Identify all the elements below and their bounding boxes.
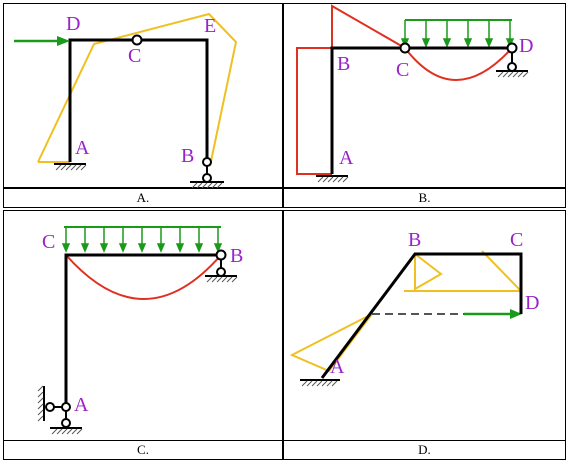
panel-b-hinge-d bbox=[506, 42, 518, 54]
panel-c-label-c: C bbox=[42, 231, 55, 253]
panel-a-diagram: D E C A B bbox=[14, 12, 238, 189]
panel-d-fixed-hatch bbox=[301, 380, 338, 387]
panel-d-deformed-right bbox=[481, 250, 522, 311]
panel-b-label-a: A bbox=[339, 147, 354, 169]
panel-d-deformed-lower bbox=[289, 313, 373, 373]
panel-b-fixed-hatch bbox=[317, 176, 349, 183]
panel-b-label-c: C bbox=[396, 59, 409, 81]
panel-d: B C D A bbox=[283, 210, 566, 444]
panel-b-diagram: B C D A bbox=[296, 4, 533, 183]
panel-a-support-b-top-hinge bbox=[202, 157, 212, 167]
panel-d-label-a: A bbox=[330, 356, 345, 378]
panel-d-caption: D. bbox=[283, 440, 566, 460]
panel-c: C B A bbox=[3, 210, 283, 444]
panel-c-hinge-b bbox=[215, 249, 227, 261]
panel-c-sliding-support-a bbox=[37, 385, 83, 435]
panel-c-diagram: C B A bbox=[37, 226, 243, 435]
panel-c-support-b-hatch bbox=[206, 276, 238, 283]
panel-a: D E C A B bbox=[3, 3, 283, 189]
panel-b-caption: B. bbox=[283, 188, 566, 208]
panel-d-label-c: C bbox=[510, 229, 523, 251]
options-grid: D E C A B A. bbox=[3, 3, 566, 460]
panel-d-label-d: D bbox=[525, 292, 539, 314]
panel-a-label-a: A bbox=[75, 137, 90, 159]
panel-c-caption: C. bbox=[3, 440, 283, 460]
panel-b-hinge-c bbox=[399, 42, 411, 54]
panel-a-label-b: B bbox=[181, 145, 194, 167]
panel-b-moment-triangle bbox=[331, 4, 406, 49]
panel-b-label-d: D bbox=[519, 35, 533, 57]
panel-c-label-a: A bbox=[74, 394, 89, 416]
panel-c-support-b bbox=[216, 267, 226, 277]
panel-a-label-d: D bbox=[66, 13, 80, 35]
panel-b-support-d bbox=[507, 62, 517, 72]
panel-d-frame bbox=[320, 252, 523, 379]
panel-c-label-b: B bbox=[230, 245, 243, 267]
panel-a-load-arrowhead bbox=[57, 36, 70, 46]
panel-b-label-b: B bbox=[337, 53, 350, 75]
panel-b-moment-column bbox=[296, 47, 332, 175]
panel-b-moment-parabola bbox=[404, 47, 513, 81]
panel-d-diagram: B C D A bbox=[289, 229, 539, 387]
panel-d-load-arrowhead bbox=[510, 309, 522, 319]
panel-b-support-d-hatch bbox=[497, 71, 529, 78]
panel-b-frame bbox=[330, 46, 512, 174]
panel-d-deformed-upper bbox=[414, 251, 443, 291]
panel-c-distributed-load bbox=[61, 226, 223, 253]
panel-a-support-b-bottom-hinge bbox=[202, 173, 212, 183]
panel-b: B C D A bbox=[283, 3, 566, 188]
panel-a-hinge-c bbox=[131, 34, 143, 46]
panel-a-pin-hatch bbox=[191, 182, 223, 189]
panel-c-moment-parabola bbox=[65, 254, 222, 300]
panel-a-caption: A. bbox=[3, 188, 283, 208]
panel-a-label-c: C bbox=[128, 45, 141, 67]
panel-d-label-b: B bbox=[408, 229, 421, 251]
panel-a-deformed-shape bbox=[37, 12, 238, 167]
panel-b-distributed-load bbox=[400, 19, 515, 48]
panel-a-fixed-hatch bbox=[55, 164, 87, 171]
panel-c-frame bbox=[64, 253, 221, 407]
panel-a-label-e: E bbox=[204, 15, 216, 37]
